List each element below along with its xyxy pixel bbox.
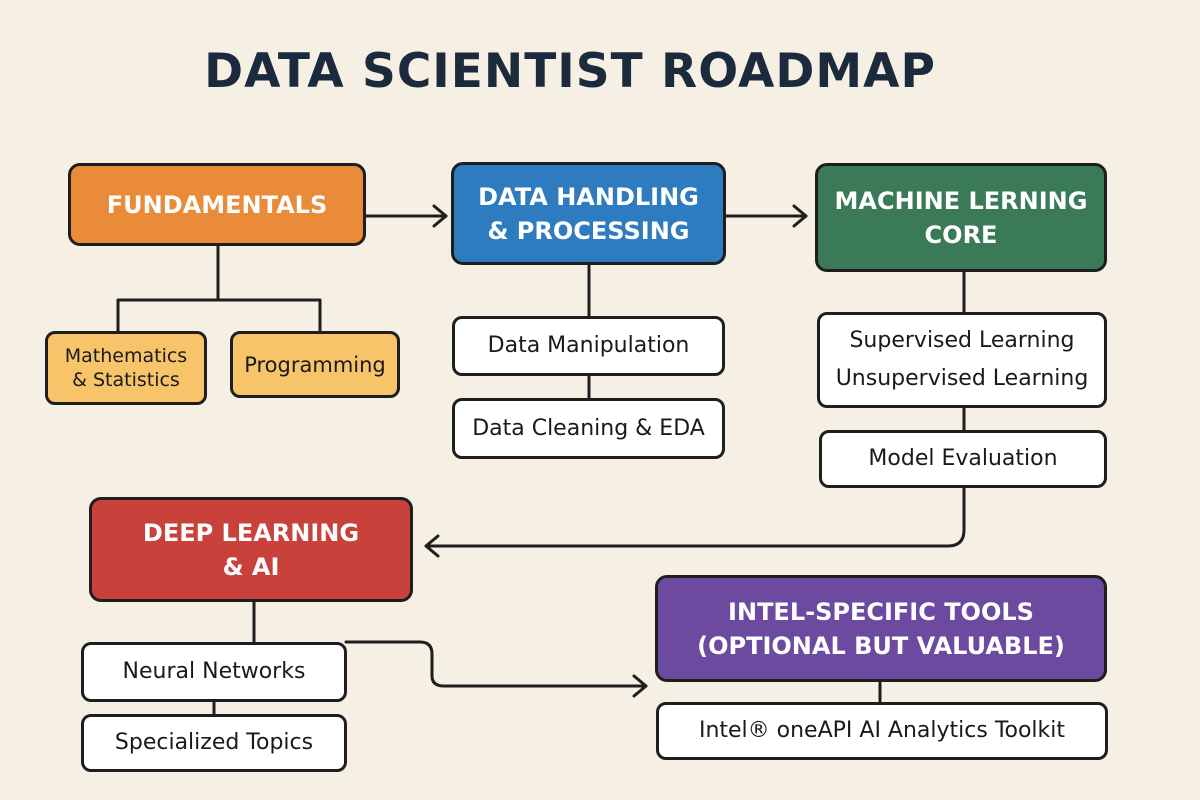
edge-fundamentals-to-leaves (116, 244, 322, 334)
node-intel-tools[interactable]: INTEL-SPECIFIC TOOLS (OPTIONAL BUT VALUA… (655, 575, 1107, 682)
arrowhead-ml-core (792, 204, 808, 228)
node-data-manipulation[interactable]: Data Manipulation (452, 316, 725, 376)
arrowhead-intel (632, 674, 648, 698)
page-title: DATA SCIENTIST ROADMAP (204, 44, 936, 99)
node-ml-core[interactable]: MACHINE LERNING CORE (815, 163, 1107, 272)
node-neural-networks[interactable]: Neural Networks (81, 642, 347, 702)
node-learning-types[interactable]: Supervised Learning Unsupervised Learnin… (817, 312, 1107, 408)
node-data-cleaning[interactable]: Data Cleaning & EDA (452, 398, 725, 459)
node-model-evaluation[interactable]: Model Evaluation (819, 430, 1107, 488)
arrowhead-deep-learning (424, 534, 440, 558)
node-data-handling[interactable]: DATA HANDLING & PROCESSING (451, 162, 726, 265)
node-math-stats[interactable]: Mathematics & Statistics (45, 331, 207, 405)
arrowhead-data-handling (432, 204, 448, 228)
node-intel-oneapi[interactable]: Intel® oneAPI AI Analytics Toolkit (656, 702, 1108, 760)
node-specialized-topics[interactable]: Specialized Topics (81, 714, 347, 772)
node-fundamentals[interactable]: FUNDAMENTALS (68, 163, 366, 246)
edge-evaluation-to-deep-learning (424, 486, 966, 548)
node-deep-learning[interactable]: DEEP LEARNING & AI (89, 497, 413, 602)
node-programming[interactable]: Programming (230, 331, 400, 398)
edge-deep-learning-to-intel (344, 640, 648, 688)
